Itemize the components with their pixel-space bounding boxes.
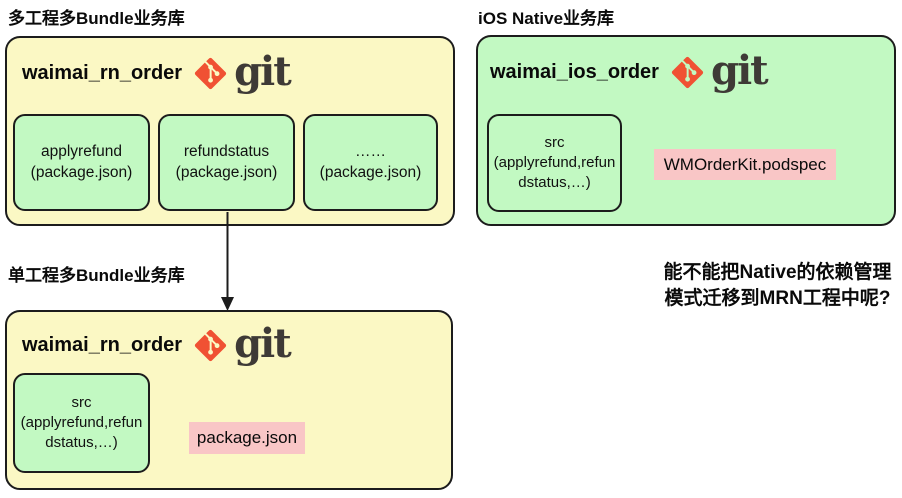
src-box-single-project: src (applyrefund,refundstatus,…) [13, 373, 150, 473]
bundle-box-refundstatus: refundstatus (package.json) [158, 114, 295, 211]
repo-header: waimai_rn_order git [22, 47, 292, 96]
bundle-box-ellipsis: …… (package.json) [303, 114, 438, 211]
section-title-ios-native: iOS Native业务库 [478, 9, 615, 28]
section-title-multi-project: 多工程多Bundle业务库 [8, 9, 185, 28]
question-text: 能不能把Native的依赖管理 模式迁移到MRN工程中呢? [663, 262, 892, 309]
git-logo: git [194, 47, 292, 95]
git-wordmark: git [234, 47, 292, 95]
repo-header: waimai_rn_order git [22, 319, 292, 368]
repo-name: waimai_rn_order [22, 61, 183, 84]
git-wordmark: git [710, 46, 769, 94]
package-json-chip: package.json [189, 422, 305, 454]
flow-arrow-down [221, 212, 234, 311]
git-icon [194, 57, 227, 89]
repo-header: waimai_ios_order git [490, 46, 769, 95]
repo-box-multi-project: waimai_rn_order git applyrefund (package… [5, 36, 455, 226]
section-title-single-project: 单工程多Bundle业务库 [8, 266, 185, 285]
git-icon [671, 56, 704, 88]
bundle-box-applyrefund: applyrefund (package.json) [13, 114, 150, 211]
bundle-row: applyrefund (package.json) refundstatus … [13, 114, 438, 211]
git-logo: git [671, 46, 769, 94]
repo-name: waimai_rn_order [22, 333, 183, 356]
src-box-ios: src (applyrefund,refundstatus,…) [487, 114, 622, 212]
repo-box-ios-native: waimai_ios_order git src (applyrefund,re… [476, 35, 896, 226]
repo-name: waimai_ios_order [490, 60, 659, 83]
git-logo: git [194, 319, 292, 367]
podspec-chip: WMOrderKit.podspec [654, 149, 836, 180]
repo-box-single-project: waimai_rn_order git src (applyrefund,ref… [5, 310, 453, 490]
git-icon [194, 329, 227, 361]
git-wordmark: git [234, 319, 292, 367]
